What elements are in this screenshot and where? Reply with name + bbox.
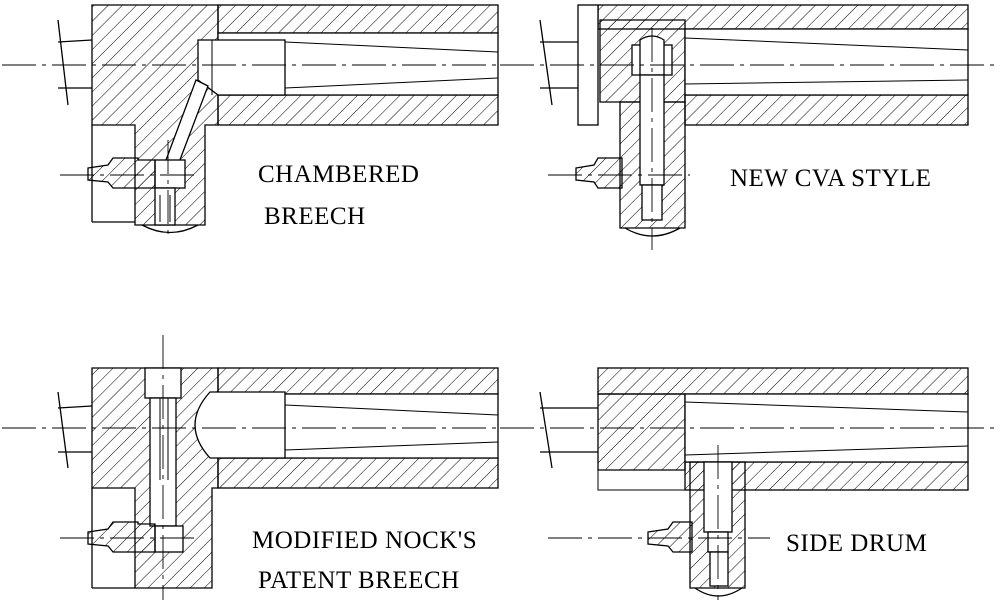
modified-nocks-breech-drawing [2, 335, 500, 600]
chamber [197, 39, 286, 96]
chambered-breech-drawing [2, 4, 500, 240]
nipple [87, 521, 156, 553]
label-chambered-line2: BREECH [264, 203, 366, 230]
label-modified-nocks-line2: PATENT BREECH [258, 567, 460, 594]
barrel-lower-wall [684, 94, 969, 126]
label-new-cva-style: NEW CVA STYLE [730, 165, 932, 192]
breech-plug [597, 393, 686, 471]
label-chambered-line1: CHAMBERED [258, 161, 420, 188]
bore [684, 28, 969, 96]
new-cva-style-drawing [500, 4, 998, 250]
nipple [647, 521, 693, 553]
barrel-lower-wall [217, 457, 499, 489]
chamber [194, 391, 286, 459]
label-side-drum: SIDE DRUM [786, 530, 928, 557]
barrel-upper-wall [217, 4, 499, 34]
barrel-lower-wall [217, 94, 499, 126]
nipple [575, 157, 623, 189]
side-drum-drawing [500, 367, 998, 600]
nipple [87, 157, 156, 189]
barrel-upper-wall [217, 367, 499, 395]
barrel-upper-wall [597, 367, 969, 395]
label-modified-nocks-line1: MODIFIED NOCK'S [252, 527, 478, 554]
